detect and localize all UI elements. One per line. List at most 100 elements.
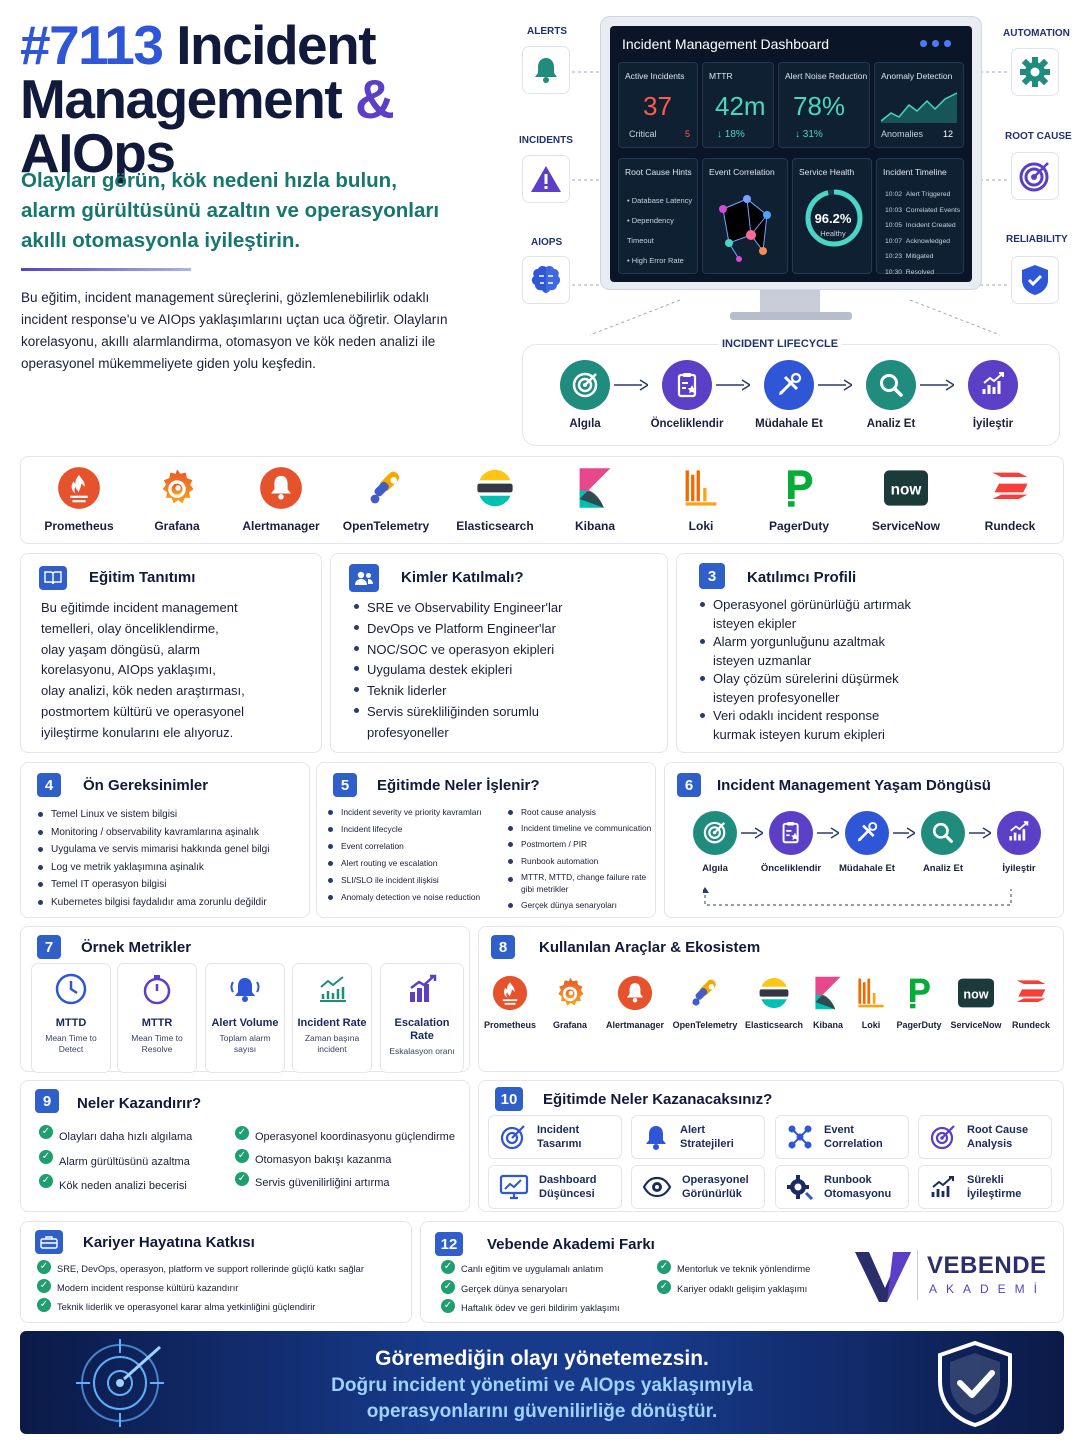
intro-text: Bu eğitim, incident management süreçleri… [21,287,448,375]
check-item: Modern incident response kültürü kazandı… [37,1279,409,1298]
text-line: iyileştirme konularını ele alıyoruz. [41,724,234,740]
list-item: Incident timeline ve communication [505,820,655,836]
tool-label: OpenTelemetry [672,1020,738,1030]
tool-elasticsearch: Elasticsearch [445,466,545,533]
brand-sub: AKADEMİ [929,1282,1047,1296]
gain-label: Event Correlation [824,1123,883,1150]
list-item: Incident severity ve priority kavramları [325,804,507,821]
check-item: Kariyer odaklı gelişim yaklaşımı [657,1279,847,1300]
card-title: MTTR [709,71,733,81]
timeline-row: 10:30 Resolved [885,268,935,276]
incidents-label: INCIDENTS [519,135,573,146]
servicenow-logo-icon: now [958,975,994,1016]
shield-check-icon [938,1340,1012,1428]
list-item: Anomaly detection ve noise reduction [325,889,507,906]
section-title: Eğitim Tanıtımı [89,569,196,586]
timeline-row: 10:03 Correlated Events [885,206,961,214]
gain-item: Root Cause Analysis [918,1115,1052,1159]
escalation-chart-icon [405,972,439,1011]
opentelemetry-logo-icon [364,466,408,515]
mttr-card: MTTR 42m ↓ 18% [702,62,774,148]
section-title: Kariyer Hayatına Katkısı [83,1234,255,1251]
servicenow-logo-icon: now [884,466,928,515]
rundeck-logo-icon [988,466,1032,515]
card-title: Alert Noise Reduction [785,71,868,81]
anomaly-sparkline [881,92,958,123]
timeline-row: 10:05 Incident Created [885,222,956,229]
grafana-logo-icon [155,466,199,515]
metric-title: Escalation Rate [394,1017,450,1042]
magnifier-icon [866,360,916,410]
text-line: Bu eğitimde incident management [41,600,238,615]
tool-rundeck: Rundeck [981,975,1081,1030]
rundeck-logo-icon [1013,975,1049,1016]
dashed-connectors [572,71,1010,336]
alarm-bell-icon [228,972,262,1011]
dashboard-title: Incident Management Dashboard [622,36,830,52]
warning-icon [522,155,570,203]
kibana-logo-icon [573,466,617,515]
section-number: 9 [35,1089,59,1113]
timeline-list: 10:02 Alert Triggered 10:03 Correlated E… [885,187,960,280]
tool-rundeck: Rundeck [960,466,1060,533]
elasticsearch-logo-icon [473,466,517,515]
list-item: NOC/SOC ve operasyon ekipleri [351,640,651,661]
lifecycle-step-label: Müdahale Et [839,863,895,874]
bullet-list: Incident severity ve priority kavramları… [325,804,507,906]
kibana-logo-icon [810,975,846,1016]
lifecycle-title: INCIDENT LIFECYCLE [718,338,843,350]
critical-label: Critical [629,129,657,139]
check-item: SRE, DevOps, operasyon, platform ve supp… [37,1260,409,1279]
list-item: Temel Linux ve sistem bilgisi [35,806,307,824]
section-kariyer-katkisi: Kariyer Hayatına Katkısı SRE, DevOps, op… [20,1221,412,1323]
gain-label: Operasyonel Görünürlük [682,1173,749,1200]
lifecycle-step-label: Analiz Et [922,863,964,874]
check-item: Teknik liderlik ve operasyonel karar alm… [37,1298,409,1317]
text-line: olay yaşam döngüsü, alarm [41,641,200,657]
grafana-logo-icon [552,975,588,1016]
subtitle-line: Olayları görün, kök nedeni hızla bulun, [21,169,397,192]
section-number: 4 [37,773,61,797]
tool-loki: Loki [821,975,921,1030]
section-on-gereksinimler: 4 Ön Gereksinimler Temel Linux ve sistem… [20,762,310,918]
shield-check-icon [1011,256,1059,304]
list-item: MTTR, MTTD, change failure rate gibi met… [505,871,655,895]
check-item: Kök neden analizi becerisi [39,1174,239,1199]
card-title: Service Health [799,167,855,177]
root-cause-hints-card: Root Cause Hints • Database Latency • De… [618,158,698,274]
list-item: Root cause analysis [505,804,655,820]
tool-label: Grafana [552,1020,587,1030]
automation-label: AUTOMATION [1003,28,1070,39]
list-item: Olay çözüm sürelerini düşürmek isteyen p… [697,670,907,707]
metric-desc: Mean Time to Detect [45,1033,97,1054]
list-item: Postmortem / PIR [505,836,655,852]
list-item: Runbook automation [505,853,655,869]
footer-banner: Göremediğin olayı yönetemezsin. Doğru in… [20,1331,1064,1434]
section-title: Vebende Akademi Farkı [487,1236,655,1253]
list-item: Teknik liderler [351,681,651,702]
lifecycle-step-label: Önceliklendir [760,863,822,874]
reliability-label: RELIABILITY [1006,234,1068,245]
tool-alertmanager: Alertmanager [585,975,685,1030]
lifecycle-step-label: Analiz Et [866,418,916,430]
prometheus-logo-icon [492,975,528,1016]
alertmanager-logo-icon [259,466,303,515]
tools-icon [845,811,889,855]
list-item: Monitoring / observability kavramlarına … [35,824,307,842]
lifecycle-step-label: Algıla [569,418,601,430]
opentelemetry-logo-icon [687,975,723,1016]
tool-label: Prometheus [483,1020,536,1030]
section-neler-islenir: 5 Eğitimde Neler İşlenir? Incident sever… [316,762,656,918]
subtitle-line: alarm gürültüsünü azaltın ve operasyonla… [21,199,440,222]
health-status: Healthy [820,229,846,238]
mttr-value: 42m [715,91,766,121]
check-item: Mentorluk ve teknik yönlendirme [657,1260,847,1280]
tool-kibana: Kibana [778,975,878,1030]
section-yasam-dongusu: 6 Incident Management Yaşam Döngüsü Algı… [664,762,1064,918]
check-item: Servis güvenilirliğini artırma [235,1172,471,1195]
tools-icon [764,360,814,410]
growth-icon [929,1173,957,1201]
